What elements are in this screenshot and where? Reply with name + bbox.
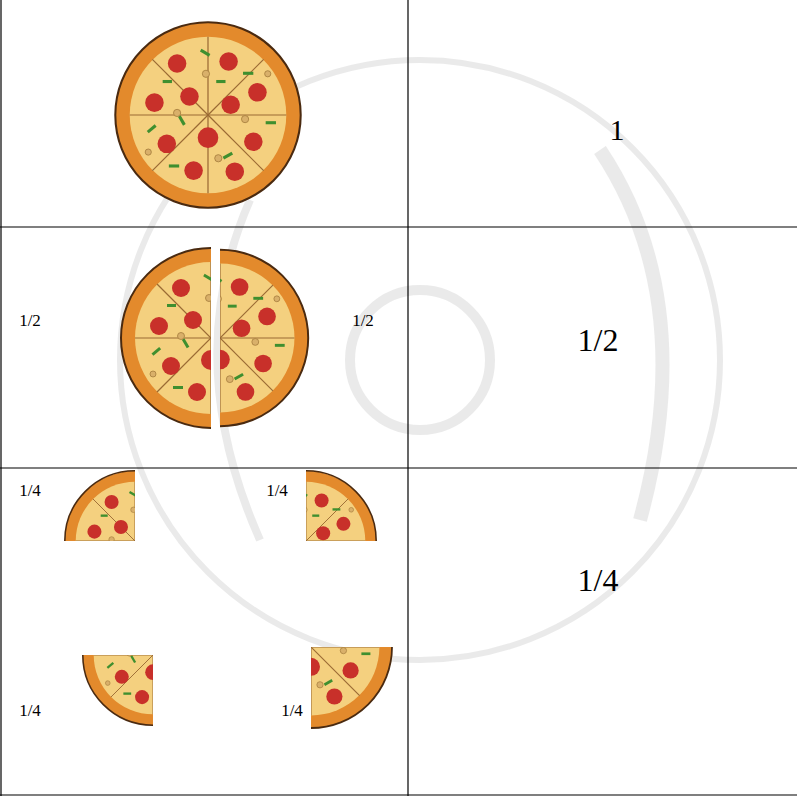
fraction-label: 1/4 [281, 702, 303, 719]
fraction-label: 1 [610, 115, 625, 145]
fraction-label: 1/2 [352, 312, 374, 329]
fraction-label: 1/4 [266, 482, 288, 499]
half-pizza [132, 250, 308, 426]
fraction-label: 1/2 [19, 312, 41, 329]
fraction-label: 1/4 [19, 482, 41, 499]
fraction-label: 1/4 [578, 564, 619, 596]
table-cell: 1 [408, 0, 797, 227]
quarter-pizza [230, 566, 392, 728]
fraction-label: 1/2 [578, 324, 619, 356]
table-cell: 1/4 [408, 468, 797, 796]
fraction-label: 1/4 [19, 702, 41, 719]
quarter-pizza [65, 471, 205, 611]
whole-pizza [115, 22, 300, 207]
table-cell: 1/4 1/4 1/4 1/4 [0, 468, 408, 796]
table-cell: 1/2 1/2 [0, 227, 408, 468]
quarter-pizza [236, 471, 376, 611]
table-cell: 1/2 [408, 227, 797, 468]
quarter-pizza [83, 585, 223, 725]
